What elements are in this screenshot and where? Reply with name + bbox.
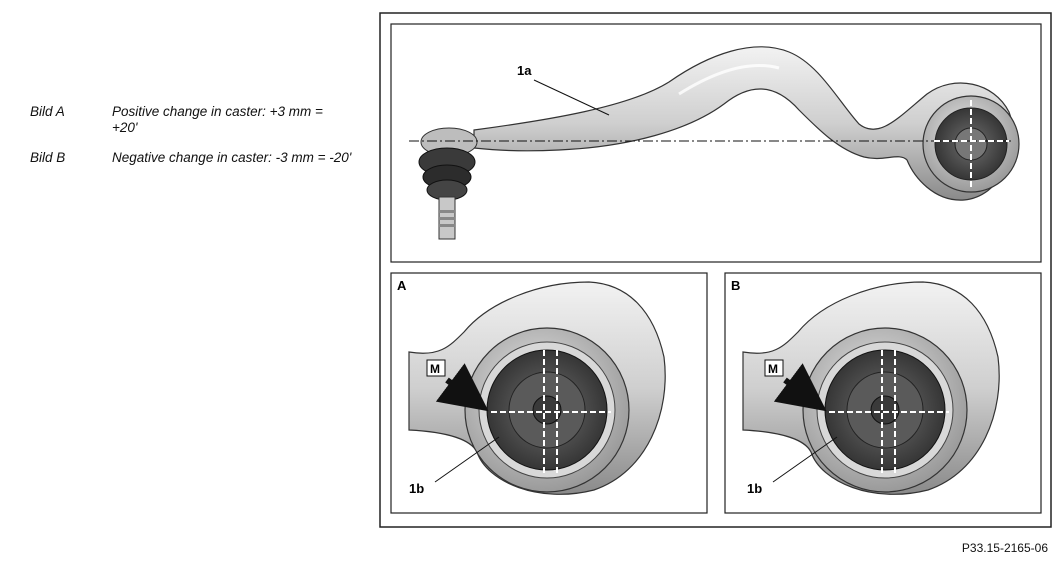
- figure-caption: P33.15-2165-06: [961, 541, 1048, 555]
- callout-line-1a: [533, 79, 610, 116]
- legend-key-b: Bild B: [30, 150, 66, 165]
- legend-row-b: Bild B Negative change in caster: -3 mm …: [30, 150, 360, 196]
- panel-a: M 1b A: [390, 272, 708, 514]
- panel-b-letter: B: [731, 278, 740, 293]
- top-panel: 1a: [390, 23, 1042, 263]
- callout-1b-a: 1b: [409, 481, 424, 496]
- legend-row-a: Bild A Positive change in caster: +3 mm …: [30, 104, 360, 150]
- panel-a-letter: A: [397, 278, 407, 293]
- ball-joint: [418, 127, 478, 240]
- callout-1b-b: 1b: [747, 481, 762, 496]
- marker-label-b: M: [768, 362, 778, 376]
- legend: Bild A Positive change in caster: +3 mm …: [30, 104, 360, 196]
- marker-arrow-b: [773, 363, 827, 412]
- legend-key-a: Bild A: [30, 104, 65, 119]
- callout-1a: 1a: [517, 63, 532, 78]
- legend-text-a: Positive change in caster: +3 mm = +20': [112, 104, 323, 135]
- marker-label-a: M: [430, 362, 440, 376]
- legend-text-b: Negative change in caster: -3 mm = -20': [112, 150, 352, 165]
- marker-arrow-a: [435, 363, 489, 412]
- control-arm-figure: 1a M 1b A M 1b B: [379, 12, 1052, 528]
- panel-b: M 1b B: [724, 272, 1042, 514]
